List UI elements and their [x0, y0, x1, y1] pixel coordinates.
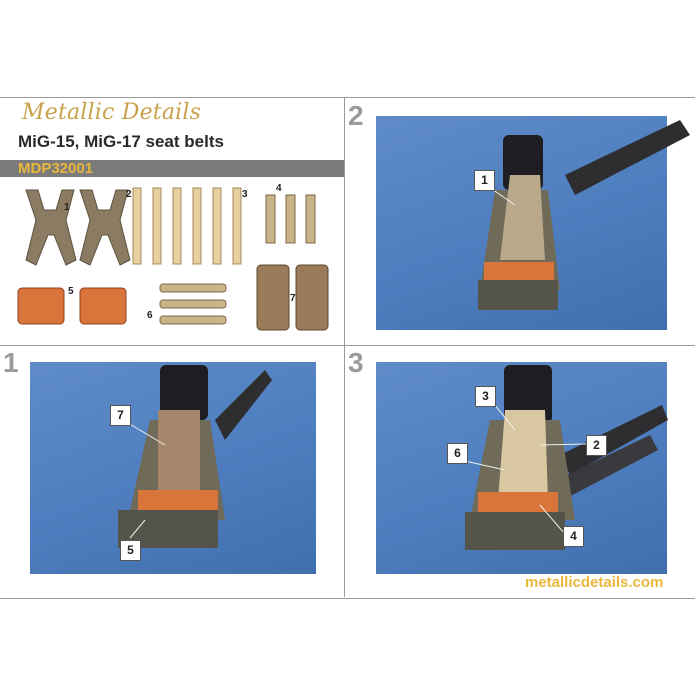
callout-panel3-2: 2: [586, 435, 607, 456]
panel-number-2: 2: [348, 100, 364, 131]
part-label-7: 7: [290, 293, 296, 304]
part-label-1: 1: [64, 202, 70, 213]
part-label-2: 2: [126, 189, 132, 200]
seat-illustration-1: [118, 365, 272, 548]
callout-panel2-1: 1: [474, 170, 495, 191]
seat-illustration-2: [478, 120, 690, 310]
seat-illustration-3: [465, 365, 668, 550]
part-label-4: 4: [276, 183, 282, 194]
callout-panel1-7: 7: [110, 405, 131, 426]
horizontal-divider: [0, 345, 695, 346]
panel-number-3: 3: [348, 347, 364, 378]
website-url[interactable]: metallicdetails.com: [525, 574, 664, 591]
callout-panel3-4: 4: [563, 526, 584, 547]
part-label-5: 5: [68, 286, 74, 297]
panel-number-1: 1: [3, 347, 19, 378]
part-label-6: 6: [147, 310, 153, 321]
callout-panel3-3: 3: [475, 386, 496, 407]
product-code: MDP32001: [18, 160, 94, 177]
vertical-divider: [344, 97, 345, 597]
part-label-3: 3: [242, 189, 248, 200]
callout-panel3-6: 6: [447, 443, 468, 464]
product-title: MiG-15, MiG-17 seat belts: [18, 132, 224, 151]
brand-logo: Metallic Details: [22, 100, 202, 125]
callout-panel1-5: 5: [120, 540, 141, 561]
code-bar: [0, 160, 344, 177]
